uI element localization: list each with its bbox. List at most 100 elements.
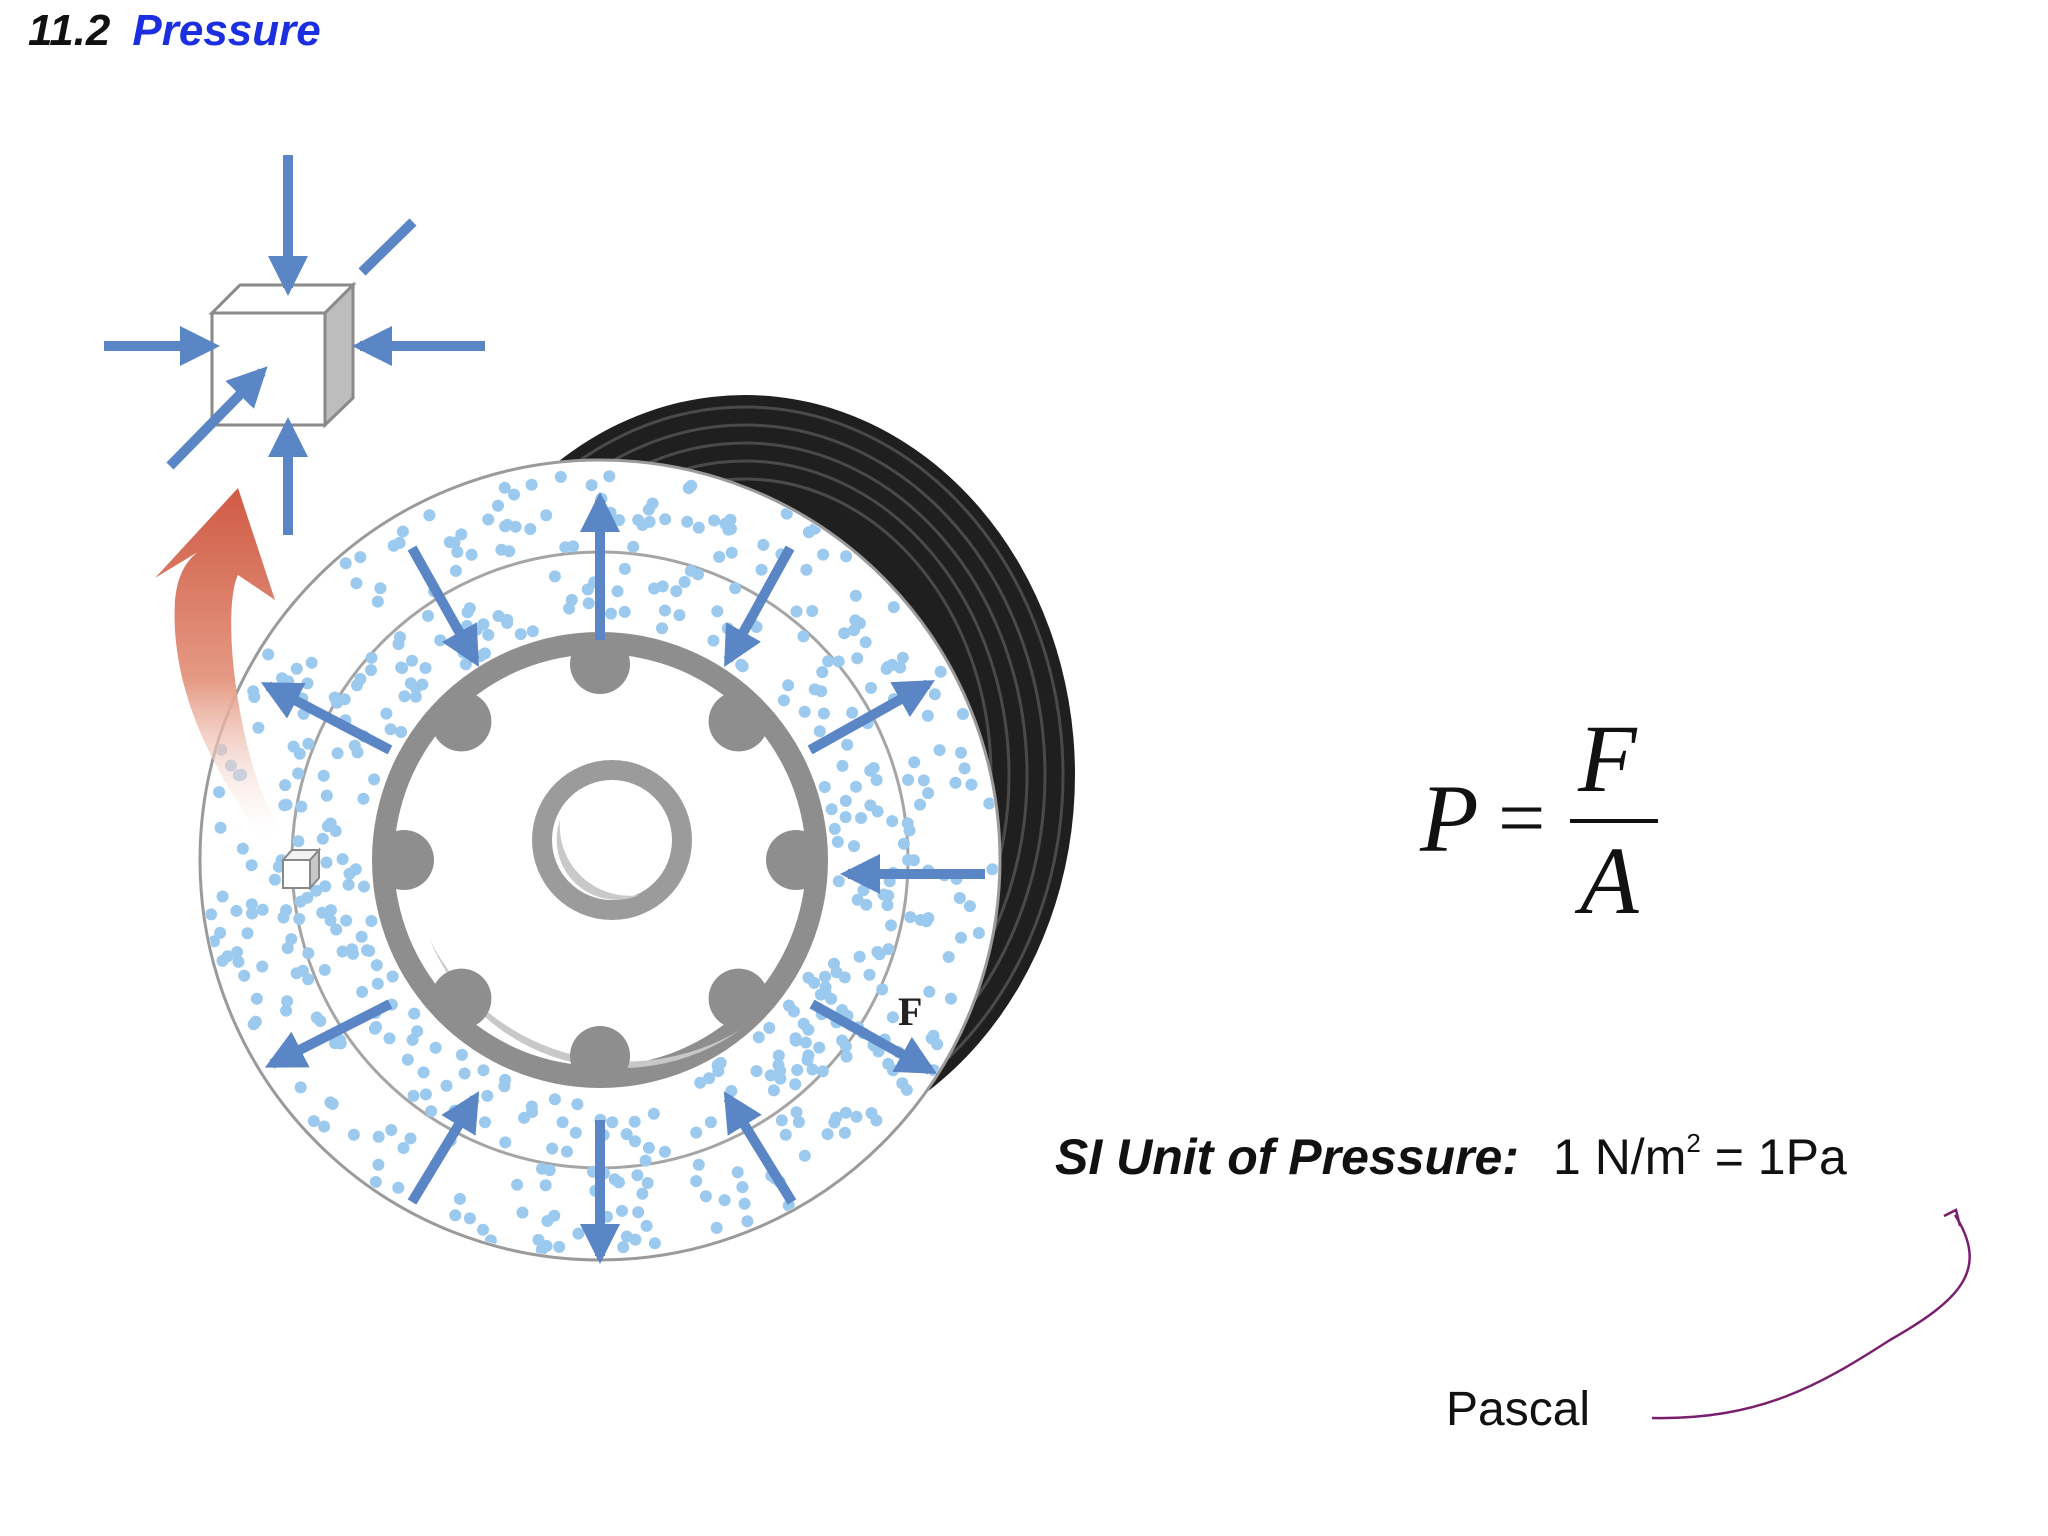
gas-molecule bbox=[955, 746, 967, 759]
gas-molecule bbox=[721, 622, 734, 635]
gas-molecule bbox=[791, 1064, 804, 1076]
gas-molecule bbox=[790, 605, 803, 618]
gas-molecule bbox=[839, 1040, 852, 1053]
gas-molecule bbox=[384, 723, 397, 736]
gas-molecule bbox=[928, 688, 941, 701]
gas-molecule bbox=[205, 908, 218, 921]
gas-molecule bbox=[611, 585, 624, 598]
pascal-label: Pascal bbox=[1446, 1383, 1591, 1436]
gas-molecule bbox=[819, 970, 831, 983]
gas-molecule bbox=[293, 747, 306, 760]
gas-molecule bbox=[250, 992, 263, 1005]
gas-molecule bbox=[417, 1066, 430, 1079]
si-unit-exponent: 2 bbox=[1686, 1128, 1701, 1158]
gas-molecule bbox=[380, 707, 393, 720]
gas-molecule bbox=[301, 677, 314, 690]
gas-molecule bbox=[902, 854, 915, 866]
gas-molecule bbox=[692, 1158, 705, 1171]
gas-molecule bbox=[292, 767, 305, 780]
gas-molecule bbox=[290, 662, 303, 675]
gas-molecule bbox=[806, 605, 819, 617]
gas-molecule bbox=[370, 1021, 383, 1033]
gas-molecule bbox=[508, 488, 520, 501]
gas-molecule bbox=[813, 1041, 826, 1054]
gas-molecule bbox=[722, 523, 735, 536]
gas-molecule bbox=[949, 776, 962, 789]
gas-molecule bbox=[871, 946, 884, 958]
gas-molecule bbox=[618, 562, 631, 575]
gas-molecule bbox=[371, 595, 384, 608]
gas-molecule bbox=[316, 832, 329, 845]
rim-lug bbox=[570, 634, 630, 694]
gas-molecule bbox=[395, 726, 408, 738]
gas-molecule bbox=[735, 658, 748, 671]
gas-molecule bbox=[339, 557, 352, 570]
gas-molecule bbox=[713, 550, 726, 563]
gas-molecule bbox=[887, 601, 900, 614]
gas-molecule bbox=[241, 927, 254, 940]
gas-molecule bbox=[838, 1126, 851, 1139]
pascal-annotation-arrow bbox=[1651, 1208, 1971, 1420]
gas-molecule bbox=[554, 470, 567, 483]
gas-molecule bbox=[816, 666, 829, 679]
gas-molecule bbox=[828, 822, 841, 835]
gas-molecule bbox=[295, 800, 308, 813]
gas-molecule bbox=[256, 960, 269, 973]
gas-molecule bbox=[718, 1194, 731, 1207]
gas-molecule bbox=[317, 769, 330, 782]
gas-molecule bbox=[897, 837, 910, 850]
gas-molecule bbox=[463, 602, 476, 615]
formula-numerator: F bbox=[1578, 705, 1637, 812]
gas-molecule bbox=[867, 762, 880, 774]
gas-molecule bbox=[857, 884, 870, 897]
gas-molecule bbox=[647, 1107, 660, 1120]
gas-molecule bbox=[394, 631, 406, 644]
gas-molecule bbox=[640, 1219, 653, 1232]
gas-molecule bbox=[331, 747, 344, 760]
gas-molecule bbox=[787, 1005, 800, 1018]
gas-molecule bbox=[986, 863, 998, 876]
gas-molecule bbox=[516, 1206, 529, 1219]
gas-molecule bbox=[670, 585, 683, 598]
gas-molecule bbox=[214, 926, 227, 939]
gas-molecule bbox=[262, 648, 275, 661]
gas-molecule bbox=[245, 898, 258, 911]
gas-molecule bbox=[482, 513, 495, 526]
gas-molecule bbox=[710, 1221, 723, 1234]
gas-molecule bbox=[865, 1107, 878, 1120]
gas-molecule bbox=[419, 662, 432, 674]
gas-molecule bbox=[618, 605, 631, 618]
gas-molecule bbox=[280, 1004, 293, 1017]
gas-molecule bbox=[648, 1237, 661, 1250]
gas-molecule bbox=[372, 1158, 385, 1171]
gas-molecule bbox=[392, 1181, 405, 1194]
gas-molecule bbox=[927, 1029, 940, 1042]
gas-molecule bbox=[221, 950, 234, 963]
gas-molecule bbox=[851, 652, 864, 665]
gas-molecule bbox=[318, 1120, 331, 1133]
gas-molecule bbox=[922, 912, 935, 925]
gas-molecule bbox=[603, 470, 616, 483]
gas-molecule bbox=[397, 1142, 410, 1154]
gas-molecule bbox=[369, 1176, 382, 1188]
gas-molecule bbox=[859, 636, 872, 649]
gas-molecule bbox=[850, 780, 862, 793]
force-arrow bbox=[807, 679, 935, 755]
gas-molecule bbox=[855, 812, 868, 824]
gas-molecule bbox=[355, 930, 368, 943]
gas-molecule bbox=[799, 1036, 812, 1049]
gas-molecule bbox=[656, 622, 668, 635]
rim-lug bbox=[708, 968, 769, 1029]
gas-molecule bbox=[365, 651, 378, 664]
gas-molecule bbox=[839, 1106, 852, 1119]
gas-molecule bbox=[849, 614, 862, 627]
gas-molecule bbox=[802, 526, 815, 539]
gas-molecule bbox=[329, 825, 342, 837]
gas-molecule bbox=[750, 1065, 763, 1078]
gas-molecule bbox=[933, 744, 946, 757]
force-arrow bbox=[407, 1091, 480, 1205]
gas-molecule bbox=[358, 880, 370, 893]
gas-molecule bbox=[541, 1215, 554, 1227]
gas-molecule bbox=[782, 1199, 795, 1212]
gas-molecule bbox=[302, 947, 315, 960]
